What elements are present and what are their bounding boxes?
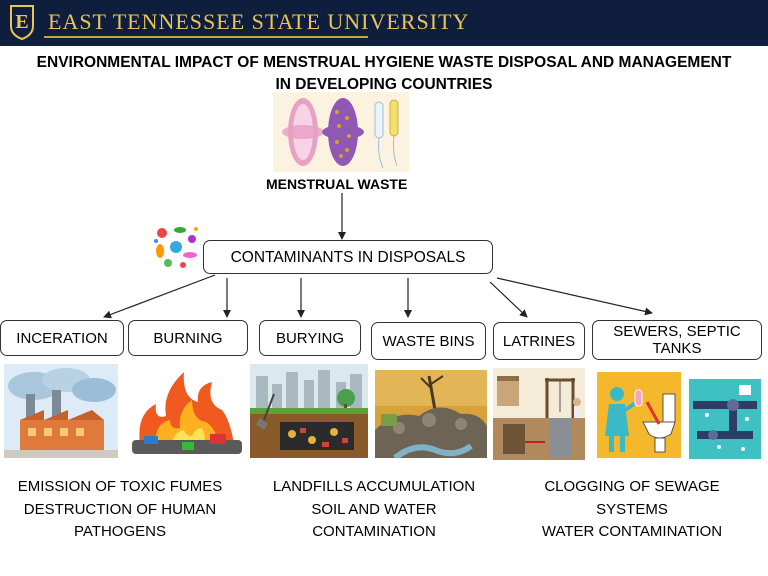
impact-sewage-line-1: CLOGGING OF SEWAGE [544,478,720,495]
toilet-disposal-picture [597,372,681,458]
arrow-to-sewers [496,277,653,316]
university-banner: E EAST TENNESSEE STATE UNIVERSITY [0,0,768,46]
sewers-box: SEWERS, SEPTIC TANKS [592,320,762,360]
contaminants-box: CONTAMINANTS IN DISPOSALS [203,240,493,274]
page-title: ENVIRONMENTAL IMPACT OF MENSTRUAL HYGIEN… [0,52,768,96]
sewers-label-line-1: SEWERS, SEPTIC [613,323,741,340]
germs-icon [154,227,198,268]
impact-landfill-line-2: SOIL AND WATER [311,500,437,518]
factory-smoke-picture [4,364,118,458]
impact-emission: EMISSION OF TOXIC FUMES DESTRUCTION OF H… [0,476,240,544]
arrow-to-latrines [489,281,528,318]
landfill-picture [250,364,368,458]
impact-sewage-line-2: SYSTEMS [596,500,668,518]
burning-box: BURNING [128,320,248,356]
impact-emission-line-3: PATHOGENS [74,523,166,540]
title-line-1: ENVIRONMENTAL IMPACT OF MENSTRUAL HYGIEN… [36,54,732,71]
university-shield-icon: E [10,5,34,40]
latrine-well-picture [493,368,585,460]
impact-sewage-line-3: WATER CONTAMINATION [541,523,723,540]
impact-landfill-line-3: CONTAMINATION [312,523,436,540]
waste-dump-picture [375,370,487,458]
university-name: EAST TENNESSEE STATE UNIVERSITY [48,9,470,34]
fire-picture [126,364,248,458]
inceration-box: INCERATION [0,320,124,356]
pipes-leak-picture [689,379,761,459]
sanitary-pads-picture [273,92,409,172]
waste-bins-box: WASTE BINS [371,322,486,360]
latrines-box: LATRINES [493,322,585,360]
logo-letter: E [15,11,28,33]
impact-emission-line-2: DESTRUCTION OF HUMAN [23,500,217,518]
arrow-to-inceration [103,274,216,319]
menstrual-waste-label: MENSTRUAL WASTE [266,176,408,192]
sewers-label-line-2: TANKS [652,340,702,357]
impact-emission-line-1: EMISSION OF TOXIC FUMES [17,478,223,495]
impact-landfill: LANDFILLS ACCUMULATION SOIL AND WATER CO… [254,476,494,544]
impact-sewage: CLOGGING OF SEWAGE SYSTEMS WATER CONTAMI… [512,476,752,544]
burying-box: BURYING [259,320,361,356]
gold-rule [44,36,368,38]
impact-landfill-line-1: LANDFILLS ACCUMULATION [272,478,476,495]
title-line-2: IN DEVELOPING COUNTRIES [275,76,493,93]
